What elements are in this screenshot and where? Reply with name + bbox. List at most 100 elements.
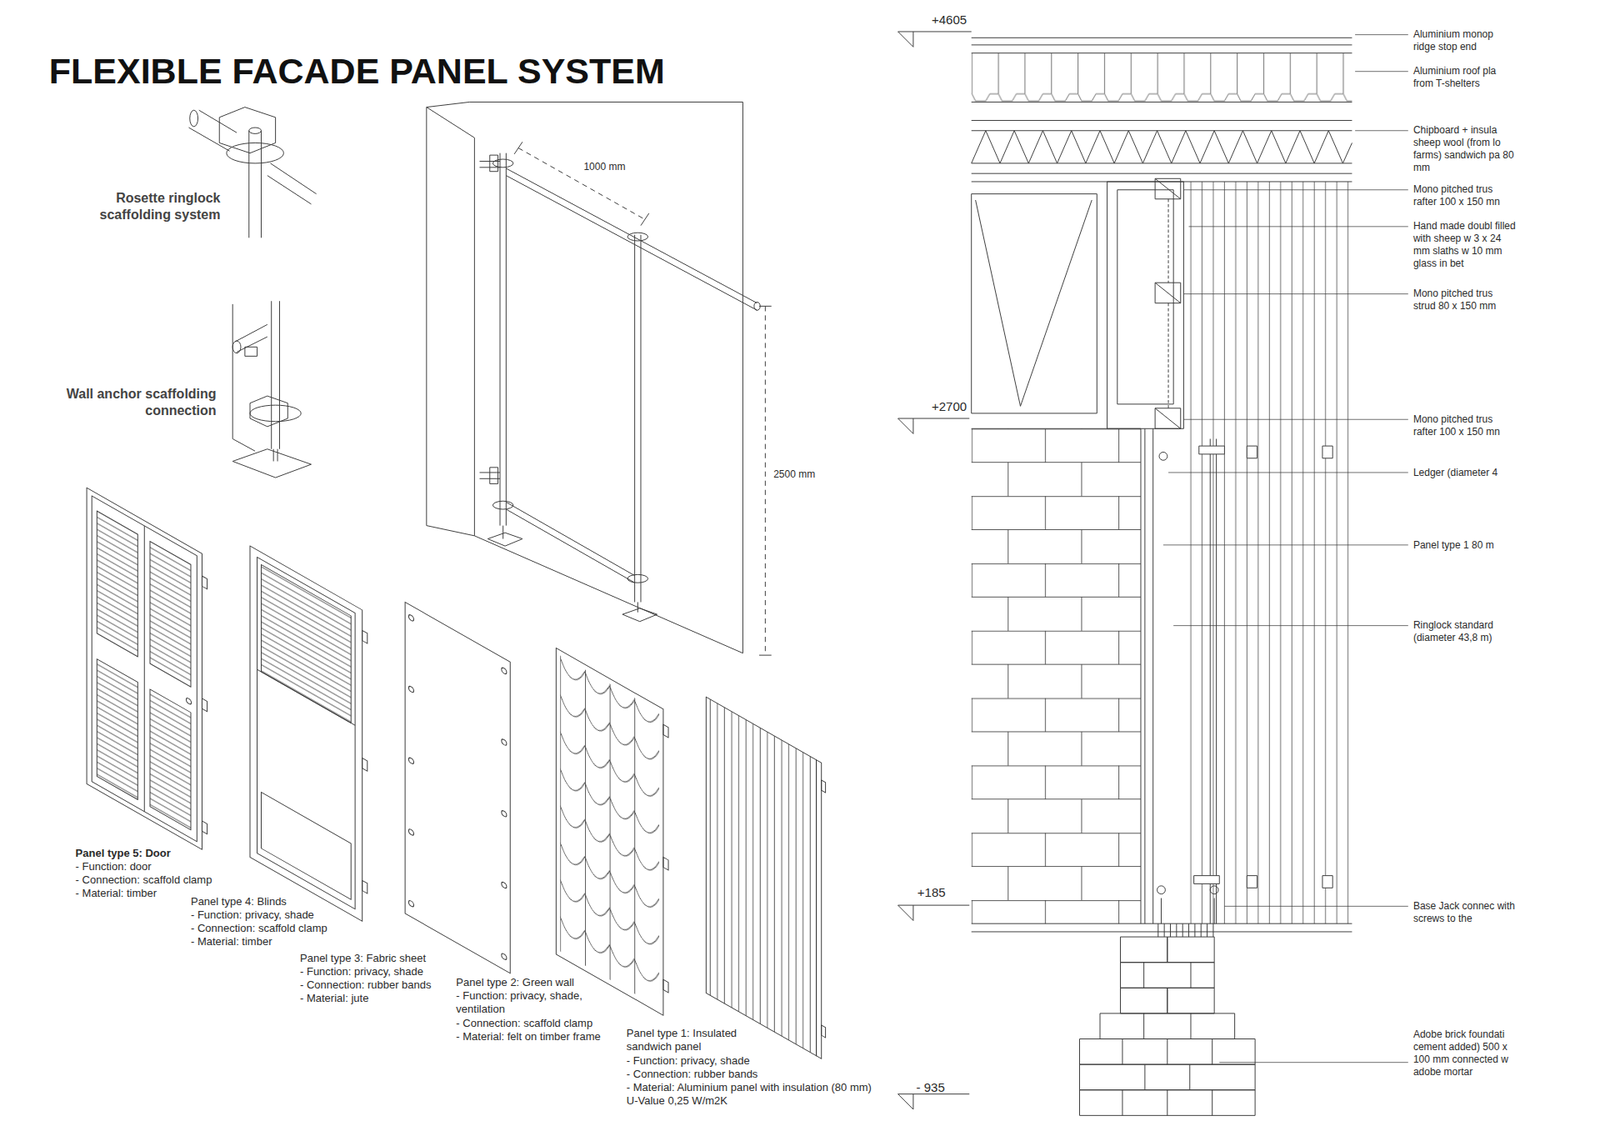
door-panel	[185, 696, 191, 705]
callout-label: Aluminium monop ridge stop end	[1413, 28, 1518, 54]
rosette-detail	[267, 163, 317, 205]
panel-spec: - Function: privacy, shade	[626, 1054, 750, 1068]
wall-section	[1168, 199, 1170, 409]
blinds-panel	[260, 792, 351, 900]
scaffold-isometric	[426, 101, 772, 655]
green-wall-panel	[663, 979, 669, 993]
wall-anchor-detail	[235, 324, 268, 352]
door-panel	[91, 495, 197, 842]
insulated-panel	[705, 696, 816, 1055]
wall-section	[971, 923, 1353, 932]
wall-anchor-detail	[232, 304, 255, 451]
callout-label: Aluminium roof pla from T-shelters	[1413, 65, 1518, 90]
wall-section	[971, 53, 1353, 103]
fabric-panel	[405, 601, 510, 973]
blinds-panel	[362, 757, 368, 771]
wall-section	[1167, 987, 1215, 1014]
scaffold-isometric	[518, 148, 645, 220]
wall-section	[1158, 923, 1214, 937]
door-panel	[150, 689, 191, 830]
blinds-panel	[257, 669, 356, 725]
panel-spec: - Connection: scaffold clamp	[75, 873, 213, 887]
wall-section	[1160, 898, 1215, 925]
wall-section	[1145, 428, 1217, 924]
leader-line	[1163, 35, 1409, 1063]
panel-spec: - Function: privacy, shade, ventilation	[455, 989, 615, 1017]
scaffold-isometric	[627, 574, 648, 583]
green-wall-panel	[560, 655, 660, 1008]
wall-section	[1185, 181, 1353, 924]
door-panel	[201, 575, 207, 590]
panel-spec: - Material: timber	[190, 935, 273, 949]
green-wall-panel	[663, 856, 669, 870]
fabric-panel	[501, 880, 507, 890]
fabric-panel	[501, 952, 507, 961]
green-wall-panel	[555, 648, 664, 1016]
callout-label: Base Jack connec with screws to the	[1413, 900, 1518, 925]
leader-line	[1163, 35, 1409, 1063]
panel-spec: - Function: privacy, shade	[300, 965, 424, 979]
wall-section	[1080, 1039, 1256, 1065]
scaffold-isometric	[759, 305, 772, 655]
blinds-panel	[257, 557, 356, 910]
callout-label: Panel type 1 80 m	[1413, 539, 1518, 552]
technical-drawing	[86, 31, 1409, 1115]
rosette-detail	[190, 110, 199, 127]
wall-section	[975, 200, 1093, 406]
wall-anchor-detail	[250, 395, 288, 427]
door-panel	[150, 540, 191, 687]
rosette-detail	[226, 142, 285, 163]
wall-section	[1144, 962, 1191, 989]
door-panel	[96, 510, 138, 657]
scaffold-isometric	[490, 467, 499, 485]
wall-section	[1210, 885, 1219, 895]
panel-spec: - Material: felt on timber frame	[455, 1030, 600, 1044]
wall-section	[1157, 885, 1166, 895]
panel-spec: - Connection: rubber bands	[626, 1067, 759, 1081]
wall-section	[1122, 1039, 1213, 1065]
wall-section	[1194, 875, 1220, 885]
fabric-panel	[408, 899, 414, 908]
wall-section	[1122, 1090, 1213, 1116]
fabric-panel	[405, 601, 510, 973]
blinds-panel	[250, 545, 368, 925]
panel-spec: - Connection: scaffold clamp	[190, 921, 328, 935]
level-marker	[898, 1094, 970, 1110]
fabric-panel	[408, 685, 414, 694]
level-marker	[898, 31, 972, 47]
fabric-panel	[408, 756, 414, 765]
insulated-panel	[705, 696, 825, 1061]
fabric-panel	[501, 738, 507, 747]
fabric-panel	[408, 614, 414, 623]
door-panel	[86, 487, 202, 850]
panel-spec: - Connection: rubber bands	[300, 978, 432, 992]
callout-label: Ringlock standard (diameter 43,8 m)	[1413, 619, 1518, 645]
wall-section	[1120, 962, 1215, 989]
blinds-panel	[362, 880, 368, 894]
door-panel	[201, 698, 207, 712]
door-panel	[96, 659, 138, 800]
detail-caption: Wall anchor scaffolding connection	[42, 385, 216, 420]
wall-section	[971, 173, 1353, 182]
panel-heading: Panel type 3: Fabric sheet	[300, 951, 426, 965]
scaffold-isometric	[487, 525, 523, 546]
wall-section	[1199, 445, 1225, 455]
fabric-panel	[501, 809, 507, 818]
wall-section	[971, 130, 1353, 164]
scaffold-isometric	[514, 141, 650, 225]
level-label: +2700	[931, 399, 967, 415]
panel-spec: - Connection: scaffold clamp	[455, 1016, 593, 1030]
rosette-detail	[189, 110, 238, 151]
scaffold-isometric	[480, 160, 500, 479]
callout-label: Chipboard + insula sheep wool (from lo f…	[1413, 124, 1518, 175]
wall-section	[1144, 1013, 1191, 1040]
insulated-panel	[821, 780, 826, 793]
panel-spec: - Function: privacy, shade	[190, 908, 315, 922]
wall-anchor-detail	[273, 449, 278, 462]
rosette-detail	[249, 130, 262, 239]
level-label: +4605	[931, 12, 967, 29]
panel-spec: - Material: timber	[75, 886, 158, 900]
detail-caption: Rosette ringlock scaffolding system	[74, 190, 220, 224]
